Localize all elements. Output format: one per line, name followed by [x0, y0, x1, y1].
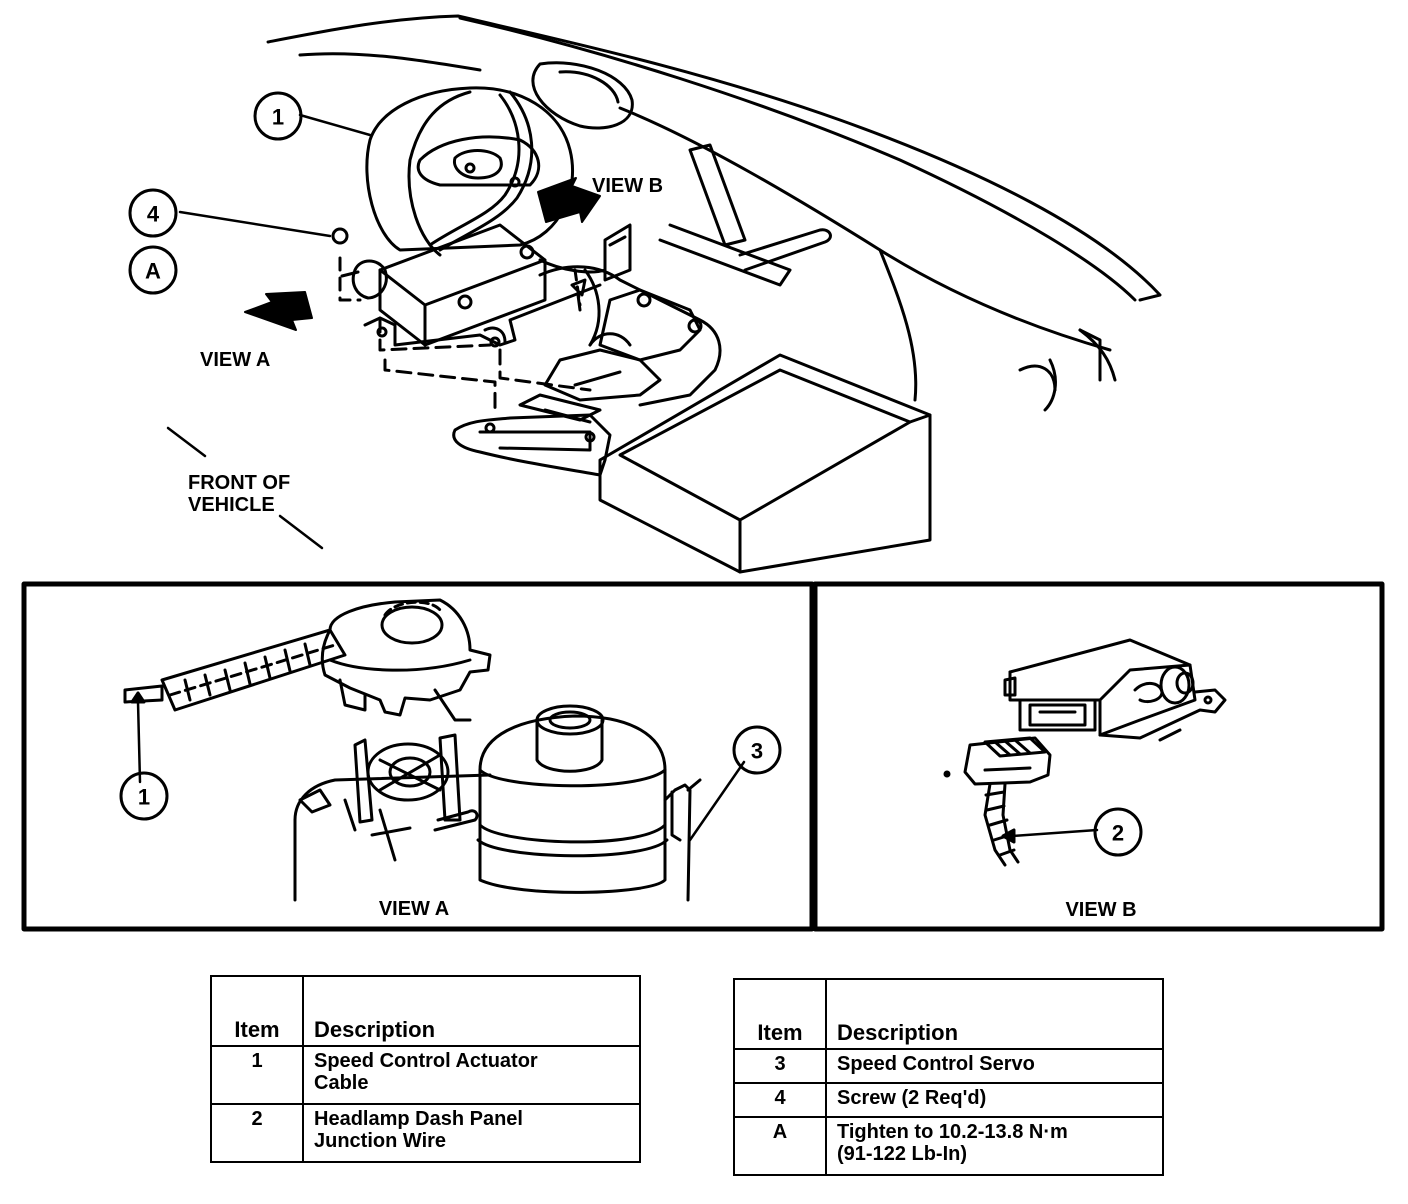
callout-circle-1-main [253, 91, 303, 141]
table-row: 3 Speed Control Servo [733, 1048, 1164, 1084]
cowl-detail [658, 143, 832, 287]
header-item: Item [733, 978, 827, 1050]
row-description: Screw (2 Req'd) [825, 1082, 1164, 1118]
header-description: Description [302, 975, 641, 1047]
row-description: Speed Control Servo [825, 1048, 1164, 1084]
callout-circle-a-main [128, 245, 178, 295]
callout-circle-1-view-a [119, 771, 169, 821]
row-description-line: Speed Control Actuator [314, 1050, 538, 1072]
callout-circle-3-view-a [732, 725, 782, 775]
row-description-line: Cable [314, 1072, 369, 1094]
row-description-line: Headlamp Dash Panel [314, 1108, 523, 1130]
row-description: Speed Control Actuator Cable [302, 1045, 641, 1105]
callout-1-view-a: 1 [138, 785, 150, 810]
row-description-line: (91-122 Lb-In) [837, 1143, 968, 1165]
row-item: 4 [733, 1082, 827, 1118]
header-description: Description [825, 978, 1164, 1050]
callout-4-main: 4 [147, 202, 160, 227]
main-leaders [166, 113, 372, 550]
screw [331, 227, 587, 312]
view-b-arrow [537, 177, 601, 223]
callout-circle-2-view-b [1093, 807, 1143, 857]
view-a-caption: VIEW A [379, 898, 449, 920]
lower-bracket [452, 393, 612, 477]
view-b-frame [812, 581, 1385, 932]
view-a-arrow-label: VIEW A [200, 349, 270, 371]
view-b-arrow-label: VIEW B [592, 175, 663, 197]
front-label-line2: VEHICLE [188, 494, 275, 516]
callout-circle-4-main [128, 188, 178, 238]
row-item: 2 [210, 1103, 304, 1163]
view-b-wire-arrowhead [1001, 828, 1016, 844]
row-description: Headlamp Dash Panel Junction Wire [302, 1103, 641, 1163]
view-b-dot [943, 770, 951, 778]
view-b-caption: VIEW B [1065, 899, 1136, 921]
callout-1-main: 1 [272, 105, 284, 130]
table-row: 1 Speed Control Actuator Cable [210, 1045, 641, 1105]
battery-tray [598, 353, 932, 574]
front-label-line1: FRONT OF [188, 472, 290, 494]
brake-booster [365, 86, 575, 252]
servo-unit [340, 223, 547, 347]
view-a-arrow [244, 291, 313, 331]
callout-3-view-a: 3 [751, 739, 763, 764]
table-row: 4 Screw (2 Req'd) [733, 1082, 1164, 1118]
servo-bracket [338, 256, 602, 412]
vehicle-body-outline [266, 14, 1162, 412]
view-a-cable-arrowhead [130, 691, 146, 704]
view-b-illustration [963, 638, 1227, 867]
row-item: 3 [733, 1048, 827, 1084]
table-header-row: Item Description [210, 975, 641, 1047]
header-item: Item [210, 975, 304, 1047]
table-row: A Tighten to 10.2-13.8 N·m (91-122 Lb-In… [733, 1116, 1164, 1176]
view-a-frame [21, 581, 815, 932]
actuator-cable [407, 90, 534, 257]
row-item: A [733, 1116, 827, 1176]
legend-table-left: Item Description 1 Speed Control Actuato… [210, 975, 641, 1163]
callout-a-main: A [145, 259, 161, 284]
row-item: 1 [210, 1045, 304, 1105]
throttle-plenum [538, 223, 722, 407]
row-description-line: Junction Wire [314, 1130, 447, 1152]
row-description-line: Tighten to 10.2-13.8 N·m [837, 1121, 1068, 1143]
row-description: Tighten to 10.2-13.8 N·m (91-122 Lb-In) [825, 1116, 1164, 1176]
legend-table-right: Item Description 3 Speed Control Servo 4… [733, 978, 1164, 1176]
table-row: 2 Headlamp Dash Panel Junction Wire [210, 1103, 641, 1163]
table-header-row: Item Description [733, 978, 1164, 1050]
callout-2-view-b: 2 [1112, 821, 1124, 846]
view-a-illustration [123, 598, 746, 902]
